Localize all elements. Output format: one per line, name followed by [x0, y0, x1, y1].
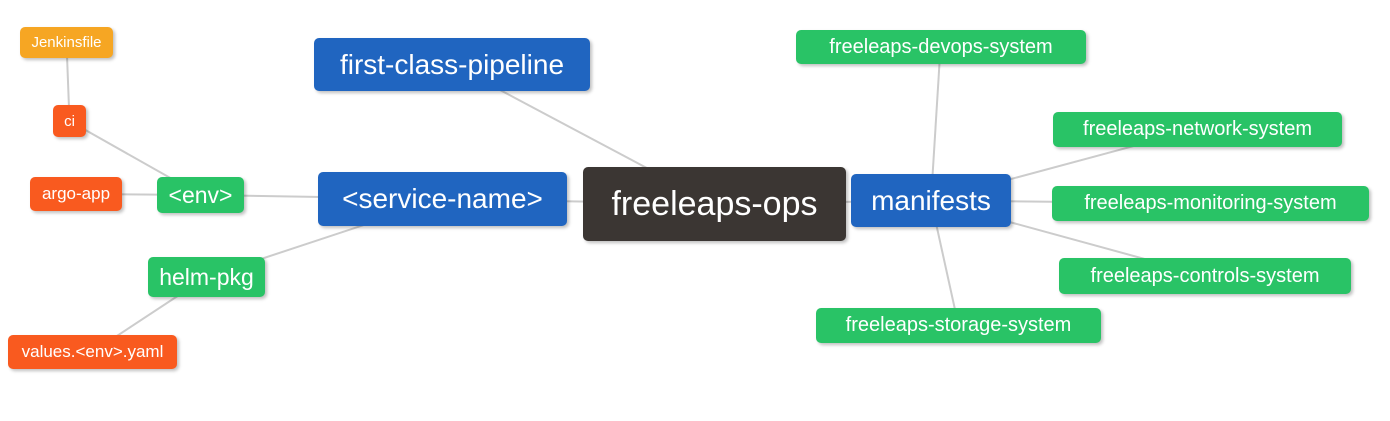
- node-first-class-pipeline[interactable]: first-class-pipeline: [314, 38, 590, 91]
- node-freeleaps-controls-system[interactable]: freeleaps-controls-system: [1059, 258, 1351, 294]
- node-helm-pkg[interactable]: helm-pkg: [148, 257, 265, 297]
- node-jenkinsfile[interactable]: Jenkinsfile: [20, 27, 113, 58]
- node-service-name[interactable]: <service-name>: [318, 172, 567, 226]
- node-freeleaps-ops[interactable]: freeleaps-ops: [583, 167, 846, 241]
- node-argo-app[interactable]: argo-app: [30, 177, 122, 211]
- node-freeleaps-monitoring-system[interactable]: freeleaps-monitoring-system: [1052, 186, 1369, 221]
- node-values-env-yaml[interactable]: values.<env>.yaml: [8, 335, 177, 369]
- node-freeleaps-devops-system[interactable]: freeleaps-devops-system: [796, 30, 1086, 64]
- node-ci[interactable]: ci: [53, 105, 86, 137]
- node-freeleaps-network-system[interactable]: freeleaps-network-system: [1053, 112, 1342, 147]
- node-env[interactable]: <env>: [157, 177, 244, 213]
- node-freeleaps-storage-system[interactable]: freeleaps-storage-system: [816, 308, 1101, 343]
- node-manifests[interactable]: manifests: [851, 174, 1011, 227]
